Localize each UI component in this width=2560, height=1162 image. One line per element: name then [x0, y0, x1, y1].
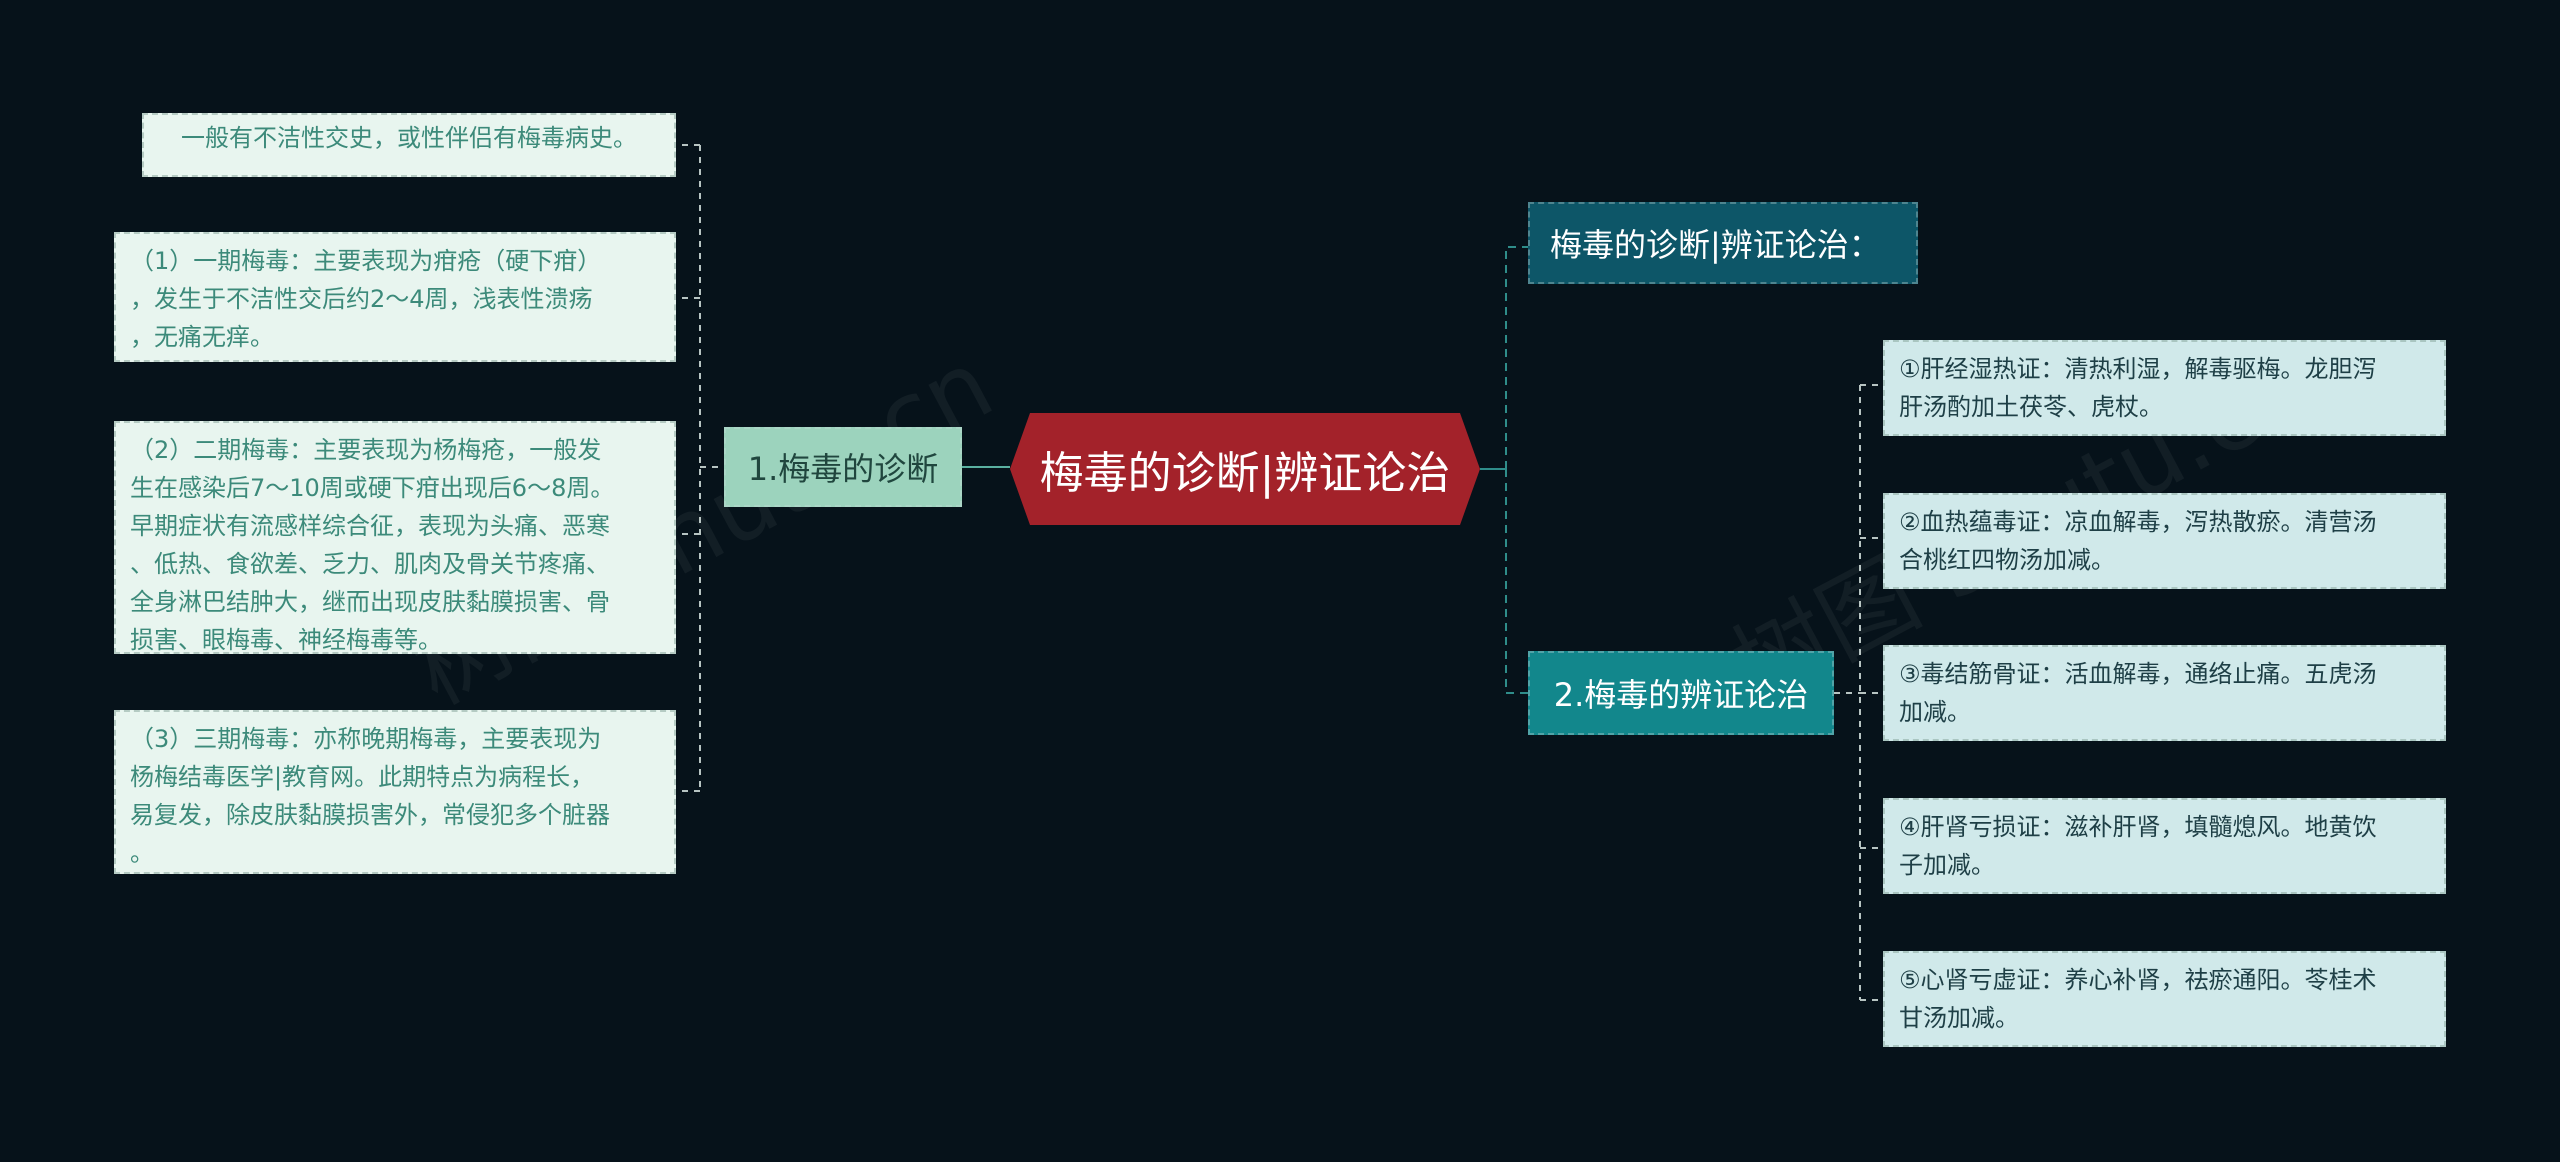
diagnosis-leaf-stage2[interactable]: （2）二期梅毒：主要表现为杨梅疮，一般发 生在感染后7～10周或硬下疳出现后6～… [114, 421, 676, 654]
treatment-leaf-4[interactable]: ④肝肾亏损证：滋补肝肾，填髓熄风。地黄饮 子加减。 [1883, 798, 2446, 894]
center-label: 梅毒的诊断|辨证论治 [1039, 448, 1451, 499]
branch-diagnosis-label: 1.梅毒的诊断 [747, 450, 939, 488]
treatment-leaf-5-text: ⑤心肾亏虚证：养心补肾，祛瘀通阳。苓桂术 甘汤加减。 [1899, 966, 2377, 1032]
branch-treatment[interactable]: 2.梅毒的辨证论治 [1528, 651, 1834, 735]
treatment-leaf-5[interactable]: ⑤心肾亏虚证：养心补肾，祛瘀通阳。苓桂术 甘汤加减。 [1883, 951, 2446, 1047]
treatment-leaf-3-text: ③毒结筋骨证：活血解毒，通络止痛。五虎汤 加减。 [1899, 660, 2377, 726]
branch-treatment-label: 2.梅毒的辨证论治 [1553, 676, 1809, 714]
diagnosis-leaf-stage2-text: （2）二期梅毒：主要表现为杨梅疮，一般发 生在感染后7～10周或硬下疳出现后6～… [130, 436, 615, 654]
diagnosis-leaf-stage1[interactable]: （1）一期梅毒：主要表现为疳疮（硬下疳） ，发生于不洁性交后约2～4周，浅表性溃… [114, 232, 676, 362]
link-left-trunk [676, 144, 724, 792]
diagnosis-leaf-stage3-text: （3）三期梅毒：亦称晚期梅毒，主要表现为 杨梅结毒医学|教育网。此期特点为病程长… [130, 725, 610, 867]
diagnosis-leaf-history-text: 一般有不洁性交史，或性伴侣有梅毒病史。 [181, 124, 637, 152]
treatment-leaf-2-text: ②血热蕴毒证：凉血解毒，泻热散瘀。清营汤 合桃红四物汤加减。 [1899, 508, 2377, 574]
center-node[interactable]: 梅毒的诊断|辨证论治 [1010, 413, 1480, 525]
treatment-leaf-2[interactable]: ②血热蕴毒证：凉血解毒，泻热散瘀。清营汤 合桃红四物汤加减。 [1883, 493, 2446, 589]
branch-diagnosis[interactable]: 1.梅毒的诊断 [724, 427, 962, 507]
treatment-leaf-1-text: ①肝经湿热证：清热利湿，解毒驱梅。龙胆泻 肝汤酌加土茯苓、虎杖。 [1899, 355, 2377, 421]
treatment-leaf-1[interactable]: ①肝经湿热证：清热利湿，解毒驱梅。龙胆泻 肝汤酌加土茯苓、虎杖。 [1883, 340, 2446, 436]
diagnosis-leaf-history[interactable]: 一般有不洁性交史，或性伴侣有梅毒病史。 [142, 113, 676, 177]
diagnosis-leaf-stage1-text: （1）一期梅毒：主要表现为疳疮（硬下疳） ，发生于不洁性交后约2～4周，浅表性溃… [130, 247, 602, 351]
link-right-trunk [1505, 246, 1528, 694]
link-right-leaves [1834, 384, 1883, 1001]
branch-title-label: 梅毒的诊断|辨证论治： [1550, 226, 1881, 264]
branch-title[interactable]: 梅毒的诊断|辨证论治： [1528, 202, 1918, 284]
treatment-leaf-3[interactable]: ③毒结筋骨证：活血解毒，通络止痛。五虎汤 加减。 [1883, 645, 2446, 741]
treatment-leaf-4-text: ④肝肾亏损证：滋补肝肾，填髓熄风。地黄饮 子加减。 [1899, 813, 2377, 879]
diagnosis-leaf-stage3[interactable]: （3）三期梅毒：亦称晚期梅毒，主要表现为 杨梅结毒医学|教育网。此期特点为病程长… [114, 710, 676, 874]
